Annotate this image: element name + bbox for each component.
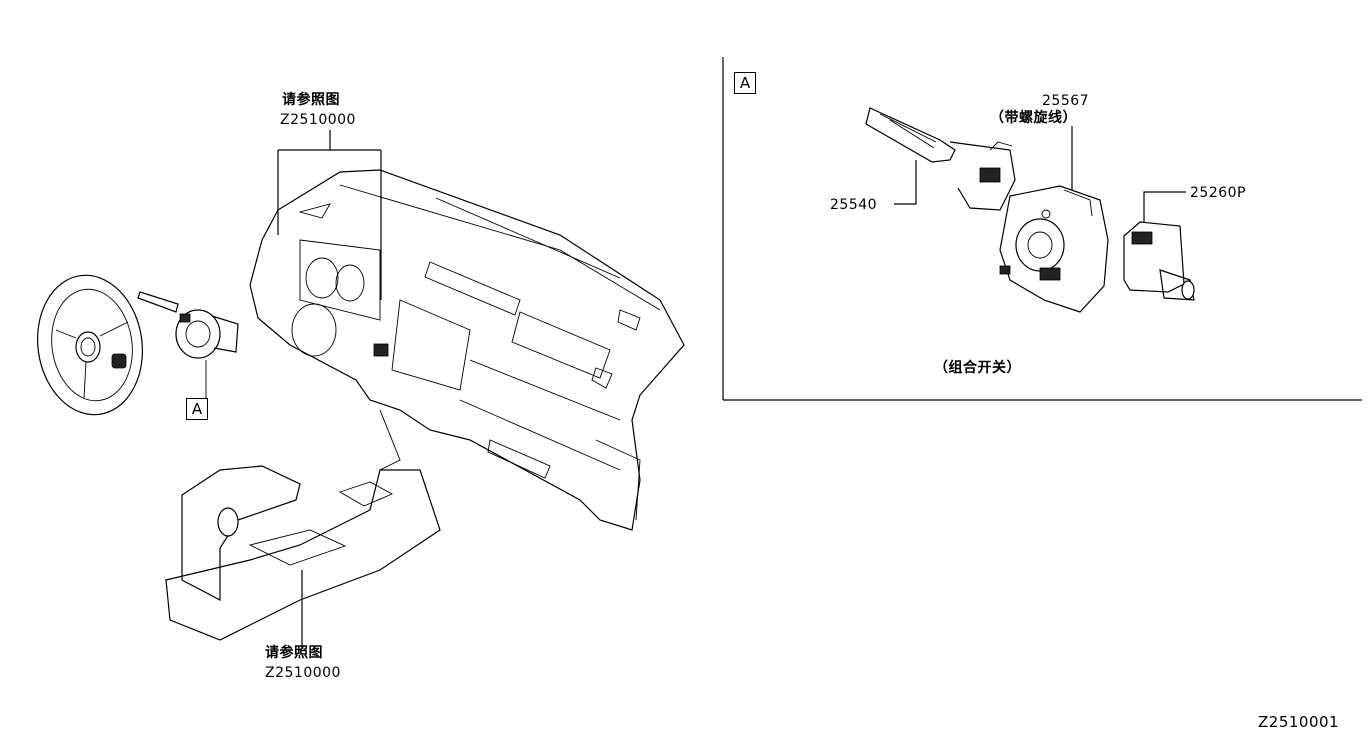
reference-code-top[interactable]: Z2510000 [280,112,356,128]
detail-panel-frame [722,57,1362,401]
part-number-25540[interactable]: 25540 [830,197,878,213]
detail-caption-combination-switch: （组合开关） [934,360,1021,376]
steering-wheel-drawing [36,274,144,416]
detail-marker-a[interactable]: A [186,398,208,420]
dashboard-drawing [249,169,685,531]
combination-switch-small-drawing [137,291,239,398]
lighting-switch-25260p-drawing [1123,221,1195,301]
reference-label-top: 请参照图 [282,92,340,108]
part-number-25567[interactable]: 25567 [1042,93,1090,109]
part-note-spiral-cable: （带螺旋线） [990,110,1077,126]
reference-label-bottom: 请参照图 [265,645,323,661]
spiral-cable-25567-drawing [999,185,1109,313]
diagram-id: Z2510001 [1258,713,1340,731]
detail-panel-marker-a: A [734,72,756,94]
reference-code-bottom[interactable]: Z2510000 [265,665,341,681]
console-drawing [165,409,441,641]
leader-lines-left [277,130,382,648]
part-number-25260p[interactable]: 25260P [1190,185,1246,201]
wiper-switch-25540-drawing [865,107,1016,211]
leader-lines-right [894,126,1186,222]
